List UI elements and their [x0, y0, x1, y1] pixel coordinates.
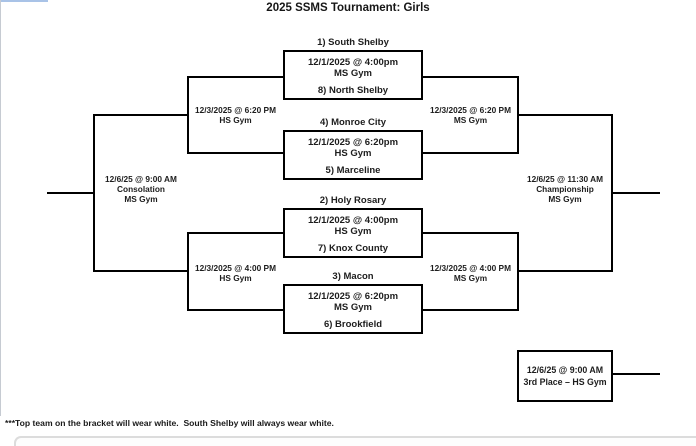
bracket-line-semi-right-top	[518, 114, 612, 116]
page-title: 2025 SSMS Tournament: Girls	[266, 2, 430, 14]
semifinal-right-top-label: 12/3/2025 @ 6:20 PM MS Gym	[423, 105, 518, 125]
game2-top-team: 4) Monroe City	[320, 117, 386, 128]
semifinal-left-bottom-label: 12/3/2025 @ 4:00 PM HS Gym	[188, 263, 283, 283]
semifinal-left-top-label: 12/3/2025 @ 6:20 PM HS Gym	[188, 105, 283, 125]
bracket-line-game1-right	[423, 76, 518, 78]
selection-border-left	[0, 0, 1, 416]
game4-top-team: 3) Macon	[332, 271, 374, 282]
consolation-datetime: 12/6/25 @ 9:00 AM	[105, 174, 177, 184]
championship-datetime: 12/6/25 @ 11:30 AM	[526, 174, 604, 184]
semifinal-left-bottom-datetime: 12/3/2025 @ 4:00 PM	[195, 263, 276, 273]
game4-venue: MS Gym	[333, 301, 372, 313]
semifinal-right-bottom-label: 12/3/2025 @ 4:00 PM MS Gym	[423, 263, 518, 283]
game3-bottom-team: 7) Knox County	[317, 242, 389, 254]
semifinal-right-top-datetime: 12/3/2025 @ 6:20 PM	[430, 105, 511, 115]
game2-box: 12/1/2025 @ 6:20pm HS Gym 5) Marceline	[283, 130, 423, 180]
game1-bottom-team: 8) North Shelby	[317, 84, 389, 96]
championship-venue: MS Gym	[548, 194, 582, 204]
bracket-vline-consolation	[93, 114, 95, 272]
game2-datetime: 12/1/2025 @ 6:20pm	[307, 137, 399, 148]
championship-label: 12/6/25 @ 11:30 AM Championship MS Gym	[518, 174, 612, 204]
bracket-line-game2-left	[188, 152, 283, 154]
bracket-line-championship-winner	[612, 192, 660, 194]
bracket-vline-left-bottom	[187, 232, 189, 311]
game3-datetime: 12/1/2025 @ 4:00pm	[307, 215, 399, 226]
footnote: ***Top team on the bracket will wear whi…	[5, 418, 334, 428]
consolation-name: Consolation	[117, 184, 165, 194]
game1-box: 12/1/2025 @ 4:00pm MS Gym 8) North Shelb…	[283, 50, 423, 100]
semifinal-right-bottom-datetime: 12/3/2025 @ 4:00 PM	[430, 263, 511, 273]
bracket-line-game4-left	[188, 309, 283, 311]
consolation-venue: MS Gym	[124, 194, 158, 204]
game3-box: 12/1/2025 @ 4:00pm HS Gym 7) Knox County	[283, 208, 423, 258]
game3-venue: HS Gym	[334, 225, 372, 237]
championship-name: Championship	[536, 184, 594, 194]
selection-border-top	[0, 0, 48, 2]
consolation-label: 12/6/25 @ 9:00 AM Consolation MS Gym	[94, 174, 188, 204]
bracket-line-semi-left-top	[94, 114, 188, 116]
game4-box: 12/1/2025 @ 6:20pm MS Gym 6) Brookfield	[283, 284, 423, 334]
bracket-line-game1-left	[188, 76, 283, 78]
bracket-line-game2-right	[423, 152, 518, 154]
cell-border-bottom	[14, 436, 696, 446]
bracket-line-game3-right	[423, 232, 518, 234]
game3-top-team: 2) Holy Rosary	[319, 195, 387, 206]
bracket-line-consolation-winner	[47, 192, 94, 194]
bracket-line-semi-right-bottom	[518, 270, 612, 272]
bracket-line-third-place-winner	[612, 373, 660, 375]
game1-venue: MS Gym	[333, 67, 372, 79]
third-place-box: 12/6/25 @ 9:00 AM 3rd Place – HS Gym	[517, 350, 613, 402]
bracket-vline-left-top	[187, 76, 189, 154]
bracket-line-game3-left	[188, 232, 283, 234]
semifinal-right-bottom-venue: MS Gym	[453, 273, 488, 283]
game2-venue: HS Gym	[334, 147, 372, 159]
game4-datetime: 12/1/2025 @ 6:20pm	[307, 291, 399, 302]
semifinal-left-top-datetime: 12/3/2025 @ 6:20 PM	[195, 105, 276, 115]
third-place-name: 3rd Place – HS Gym	[523, 377, 607, 387]
bracket-line-semi-left-bottom	[94, 270, 188, 272]
bracket-line-game4-right	[423, 309, 518, 311]
game2-bottom-team: 5) Marceline	[325, 164, 381, 176]
game1-top-team: 1) South Shelby	[317, 37, 389, 48]
game4-bottom-team: 6) Brookfield	[323, 318, 383, 330]
game1-datetime: 12/1/2025 @ 4:00pm	[307, 57, 399, 68]
semifinal-left-bottom-venue: HS Gym	[219, 273, 252, 283]
third-place-datetime: 12/6/25 @ 9:00 AM	[526, 365, 604, 375]
semifinal-left-top-venue: HS Gym	[219, 115, 252, 125]
semifinal-right-top-venue: MS Gym	[453, 115, 488, 125]
